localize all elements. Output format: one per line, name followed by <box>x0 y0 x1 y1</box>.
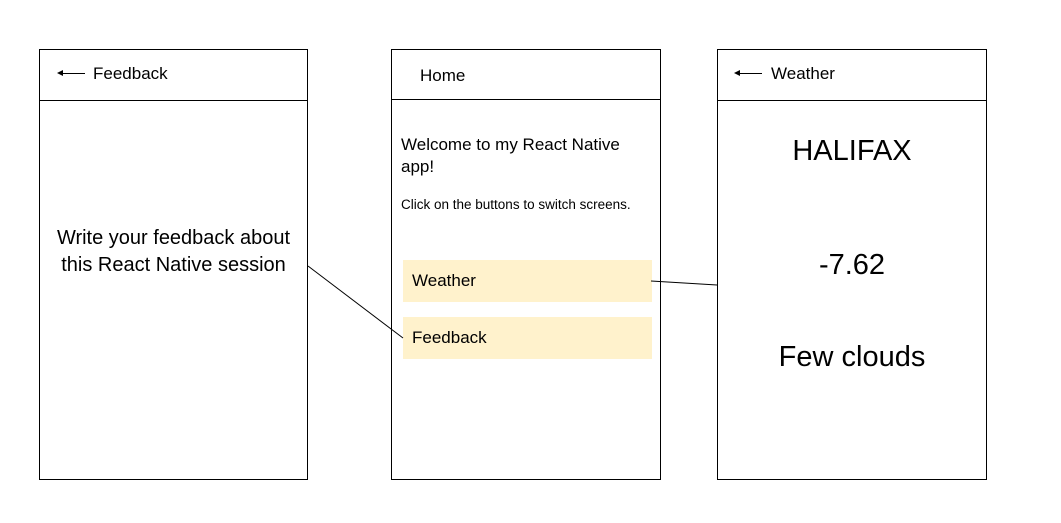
weather-screen-header: Weather <box>718 50 986 101</box>
back-arrow-icon[interactable] <box>734 70 762 76</box>
feedback-prompt-text: Write your feedback about this React Nat… <box>56 227 291 276</box>
feedback-screen-title: Feedback <box>93 64 168 83</box>
feedback-screen-header: Feedback <box>40 50 307 101</box>
weather-conditions: Few clouds <box>778 341 926 373</box>
connector-feedback <box>307 265 404 339</box>
weather-screen: Weather HALIFAX -7.62 Few clouds <box>717 49 987 480</box>
back-arrow-icon[interactable] <box>57 70 85 76</box>
feedback-button[interactable]: Feedback <box>403 317 652 359</box>
temperature-value: -7.62 <box>818 249 886 281</box>
home-screen-header: Home <box>392 50 660 100</box>
city-name: HALIFAX <box>792 135 912 167</box>
weather-button[interactable]: Weather <box>403 260 652 302</box>
home-screen: Home Welcome to my React Native app! Cli… <box>391 49 661 480</box>
home-screen-title: Home <box>420 66 466 85</box>
weather-screen-title: Weather <box>771 64 835 83</box>
welcome-text: Welcome to my React Native app! <box>401 135 620 176</box>
feedback-screen: Feedback Write your feedback about this … <box>39 49 308 480</box>
instructions-text: Click on the buttons to switch screens. <box>401 197 631 212</box>
